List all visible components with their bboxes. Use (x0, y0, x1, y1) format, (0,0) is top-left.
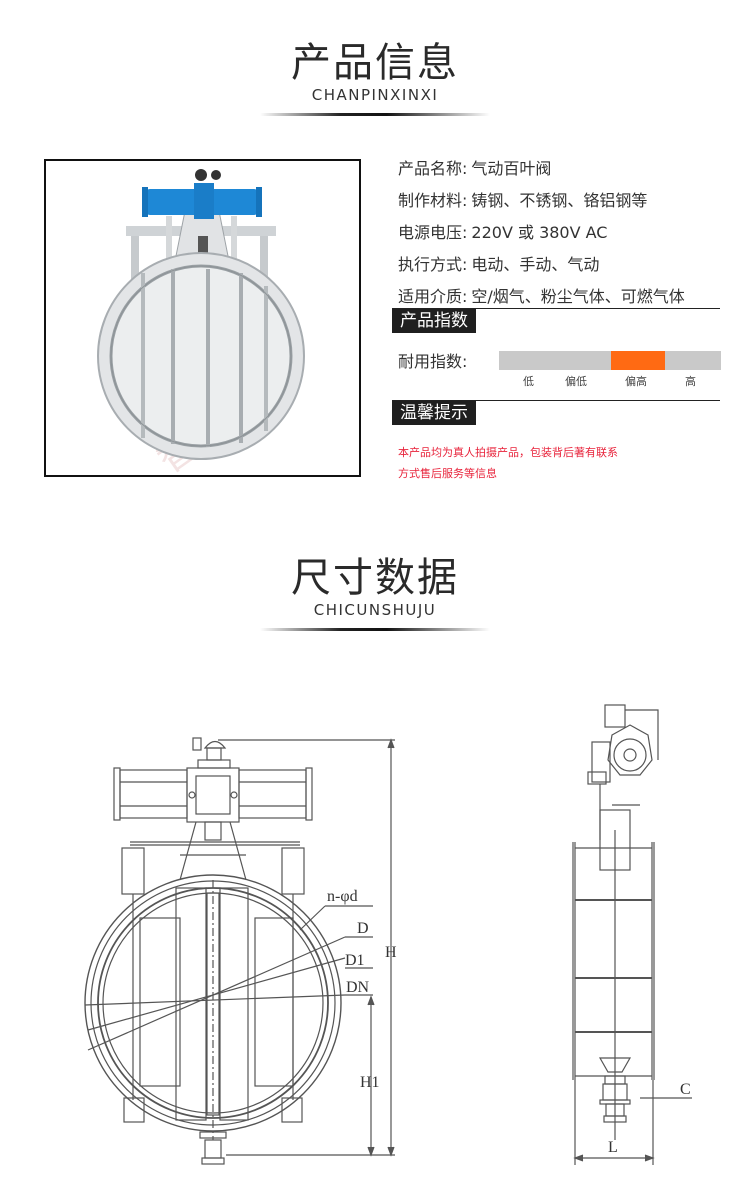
durability-level: 偏低 (565, 375, 587, 388)
front-view (84, 737, 395, 1165)
spec-row: 执行方式:电动、手动、气动 (398, 249, 748, 281)
spec-value: 220V 或 380V AC (471, 223, 608, 242)
spec-label: 适用介质: (398, 287, 468, 306)
spec-label: 执行方式: (398, 255, 468, 274)
title-divider (260, 628, 490, 631)
label-DN: DN (346, 979, 370, 996)
label-D1: D1 (345, 952, 365, 969)
spec-list: 产品名称:气动百叶阀 制作材料:铸钢、不锈钢、铬铝钢等 电源电压:220V 或 … (398, 153, 748, 313)
spec-value: 铸钢、不锈钢、铬铝钢等 (471, 191, 648, 210)
index-section-tag: 产品指数 (392, 309, 476, 333)
spec-label: 制作材料: (398, 191, 468, 210)
index-section-header: 产品指数 (392, 308, 720, 333)
durability-bar-selected (611, 351, 665, 370)
durability-level: 高 (685, 375, 696, 388)
label-n-phi-d: n-φd (327, 888, 358, 905)
title-divider (260, 113, 490, 116)
section-title-zh: 产品信息 (291, 40, 459, 86)
spec-value: 气动百叶阀 (471, 159, 552, 178)
tips-line: 方式售后服务等信息 (398, 467, 497, 480)
spec-row: 适用介质:空/烟气、粉尘气体、可燃气体 (398, 281, 748, 313)
spec-label: 产品名称: (398, 159, 468, 178)
tips-note: 本产品均为真人拍摄产品，包装背后著有联系 方式售后服务等信息 (398, 442, 698, 484)
label-D: D (357, 920, 369, 937)
spec-row: 电源电压:220V 或 380V AC (398, 217, 748, 249)
section-title-dimensions: 尺寸数据 CHICUNSHUJU (0, 555, 750, 619)
label-C: C (680, 1081, 691, 1098)
section-title-en: CHANPINXINXI (311, 86, 439, 104)
label-H: H (385, 944, 397, 961)
section-title-product-info: 产品信息 CHANPINXINXI (0, 40, 750, 104)
tips-section-header: 温馨提示 (392, 400, 720, 425)
durability-level: 低 (523, 375, 534, 388)
durability-bar (499, 351, 721, 370)
product-photo: 智能阀门 (44, 159, 361, 477)
spec-row: 制作材料:铸钢、不锈钢、铬铝钢等 (398, 185, 748, 217)
section-title-zh: 尺寸数据 (291, 555, 459, 601)
side-view (572, 704, 692, 1165)
spec-label: 电源电压: (398, 223, 468, 242)
spec-value: 空/烟气、粉尘气体、可燃气体 (471, 287, 685, 306)
spec-row: 产品名称:气动百叶阀 (398, 153, 748, 185)
dimension-drawing: n-φd D D1 DN H H1 (84, 704, 692, 1165)
durability-level: 偏高 (625, 375, 647, 388)
section-title-en: CHICUNSHUJU (313, 601, 437, 619)
durability-label: 耐用指数: (398, 352, 468, 371)
tips-section-tag: 温馨提示 (392, 401, 476, 425)
valve-photo-illustration: 智能阀门 (97, 169, 306, 475)
spec-value: 电动、手动、气动 (471, 255, 600, 274)
label-L: L (608, 1139, 618, 1156)
label-H1: H1 (360, 1074, 380, 1091)
tips-line: 本产品均为真人拍摄产品，包装背后著有联系 (398, 446, 618, 459)
